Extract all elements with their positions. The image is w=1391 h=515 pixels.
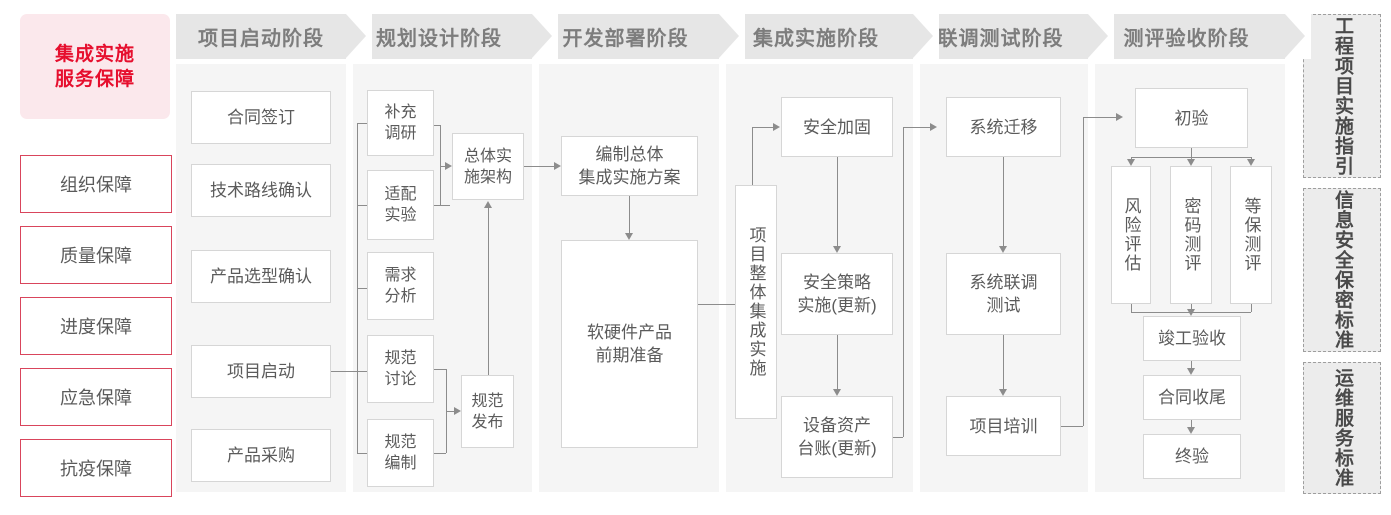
- node-overall-implementation-architecture[interactable]: 总体实施架构: [452, 133, 524, 200]
- node-compile-integration-plan[interactable]: 编制总体集成实施方案: [561, 136, 698, 196]
- node-project-training[interactable]: 项目培训: [946, 396, 1061, 456]
- node-label: 终验: [1175, 447, 1209, 466]
- node-label: 规范讨论: [384, 350, 417, 388]
- sidebar-title: 集成实施 服务保障: [20, 14, 170, 119]
- node-label: 编制总体集成实施方案: [578, 145, 681, 187]
- node-overall-integration-implementation[interactable]: 项目整体集成实施: [735, 185, 777, 419]
- standard-label: 运维服务标准: [1332, 368, 1353, 488]
- sidebar-item-organization[interactable]: 组织保障: [20, 155, 172, 213]
- node-final-acceptance[interactable]: 终验: [1143, 434, 1241, 479]
- phase-header-5[interactable]: 联调测试阶段: [913, 14, 1088, 59]
- node-product-procurement[interactable]: 产品采购: [191, 429, 331, 482]
- phase-chevron-3: [719, 14, 745, 59]
- node-label: 软硬件产品前期准备: [587, 323, 672, 365]
- sidebar-item-quality[interactable]: 质量保障: [20, 226, 172, 284]
- phase-chevron-1: [346, 14, 372, 59]
- phase-header-1[interactable]: 项目启动阶段: [176, 14, 346, 59]
- node-risk-assessment[interactable]: 风险评估: [1111, 166, 1151, 304]
- phase-header-4[interactable]: 集成实施阶段: [719, 14, 913, 59]
- phase-header-3[interactable]: 开发部署阶段: [532, 14, 719, 59]
- node-contract-signing[interactable]: 合同签订: [191, 91, 331, 144]
- node-standard-release[interactable]: 规范发布: [461, 375, 514, 448]
- node-label: 总体实施架构: [463, 147, 512, 186]
- node-standard-discussion[interactable]: 规范讨论: [367, 335, 434, 403]
- node-label: 合同收尾: [1158, 388, 1226, 407]
- node-label: 系统迁移: [969, 117, 1038, 137]
- node-label: 系统联调测试: [969, 273, 1038, 315]
- node-label: 安全策略实施(更新): [797, 273, 877, 315]
- phase-header-6[interactable]: 测评验收阶段: [1088, 14, 1285, 59]
- sidebar-item-label: 应急保障: [60, 388, 132, 408]
- node-completion-acceptance[interactable]: 竣工验收: [1143, 316, 1241, 361]
- node-tech-route-confirm[interactable]: 技术路线确认: [191, 164, 331, 217]
- sidebar-title-line1: 集成实施: [54, 43, 135, 65]
- phase-header-label: 集成实施阶段: [753, 28, 879, 50]
- phase-header-label: 联调测试阶段: [937, 28, 1064, 50]
- node-security-policy-implementation[interactable]: 安全策略实施(更新): [781, 253, 893, 335]
- sidebar-item-epidemic[interactable]: 抗疫保障: [20, 439, 172, 497]
- node-label: 项目培训: [969, 416, 1038, 436]
- standard-engineering-guideline[interactable]: 工程项目实施指引: [1303, 14, 1381, 178]
- node-password-evaluation[interactable]: 密码测评: [1170, 166, 1212, 304]
- phase-chevron-5: [1088, 14, 1114, 59]
- node-label: 安全加固: [803, 117, 871, 137]
- node-label: 规范发布: [471, 392, 504, 431]
- node-asset-ledger-update[interactable]: 设备资产台账(更新): [781, 396, 893, 478]
- sidebar-item-label: 抗疫保障: [60, 459, 132, 479]
- standard-label: 工程项目实施指引: [1332, 16, 1353, 176]
- node-mlps-evaluation[interactable]: 等保测评: [1230, 166, 1272, 304]
- sidebar-item-label: 组织保障: [60, 175, 132, 195]
- node-label: 密码测评: [1181, 197, 1201, 273]
- phase-header-label: 规划设计阶段: [376, 28, 502, 50]
- node-product-selection[interactable]: 产品选型确认: [191, 250, 331, 303]
- node-label: 等保测评: [1241, 197, 1261, 273]
- node-standard-drafting[interactable]: 规范编制: [367, 419, 434, 487]
- phase-chevron-6: [1285, 14, 1311, 59]
- node-label: 技术路线确认: [210, 181, 312, 200]
- node-preliminary-acceptance[interactable]: 初验: [1135, 88, 1248, 148]
- node-label: 产品选型确认: [210, 267, 312, 286]
- phase-chevron-2: [532, 14, 558, 59]
- node-label: 设备资产台账(更新): [797, 416, 877, 458]
- node-system-joint-test[interactable]: 系统联调测试: [946, 253, 1061, 335]
- node-system-migration[interactable]: 系统迁移: [946, 97, 1061, 157]
- phase-header-label: 项目启动阶段: [198, 28, 324, 50]
- node-contract-closeout[interactable]: 合同收尾: [1143, 375, 1241, 420]
- node-label: 项目整体集成实施: [746, 226, 766, 378]
- phase-header-2[interactable]: 规划设计阶段: [346, 14, 532, 59]
- node-label: 需求分析: [384, 267, 417, 305]
- sidebar-item-label: 质量保障: [60, 246, 132, 266]
- phase-chevron-4: [913, 14, 939, 59]
- sidebar-item-schedule[interactable]: 进度保障: [20, 297, 172, 355]
- node-label: 竣工验收: [1158, 329, 1226, 348]
- node-hw-sw-preparation[interactable]: 软硬件产品前期准备: [561, 240, 698, 448]
- phase-header-label: 开发部署阶段: [562, 28, 689, 50]
- node-requirement-analysis[interactable]: 需求分析: [367, 252, 434, 320]
- node-label: 适配实验: [384, 186, 417, 224]
- node-security-hardening[interactable]: 安全加固: [781, 97, 893, 157]
- sidebar-item-label: 进度保障: [60, 317, 132, 337]
- phase-header-label: 测评验收阶段: [1123, 28, 1250, 50]
- node-label: 风险评估: [1121, 197, 1141, 273]
- node-label: 规范编制: [384, 434, 417, 472]
- sidebar: 集成实施 服务保障 组织保障 质量保障 进度保障 应急保障 抗疫保障: [20, 14, 172, 497]
- node-label: 补充调研: [384, 104, 417, 142]
- node-label: 项目启动: [227, 362, 295, 381]
- standard-infosec-confidentiality[interactable]: 信息安全保密标准: [1303, 188, 1381, 352]
- node-project-kickoff[interactable]: 项目启动: [191, 345, 331, 398]
- sidebar-item-emergency[interactable]: 应急保障: [20, 368, 172, 426]
- node-label: 初验: [1174, 108, 1209, 128]
- standard-ops-service[interactable]: 运维服务标准: [1303, 362, 1381, 494]
- node-supplementary-research[interactable]: 补充调研: [367, 90, 434, 156]
- sidebar-title-line2: 服务保障: [54, 68, 135, 90]
- standard-label: 信息安全保密标准: [1332, 190, 1353, 350]
- node-label: 产品采购: [227, 446, 295, 465]
- node-adaptation-test[interactable]: 适配实验: [367, 170, 434, 240]
- node-label: 合同签订: [227, 108, 295, 127]
